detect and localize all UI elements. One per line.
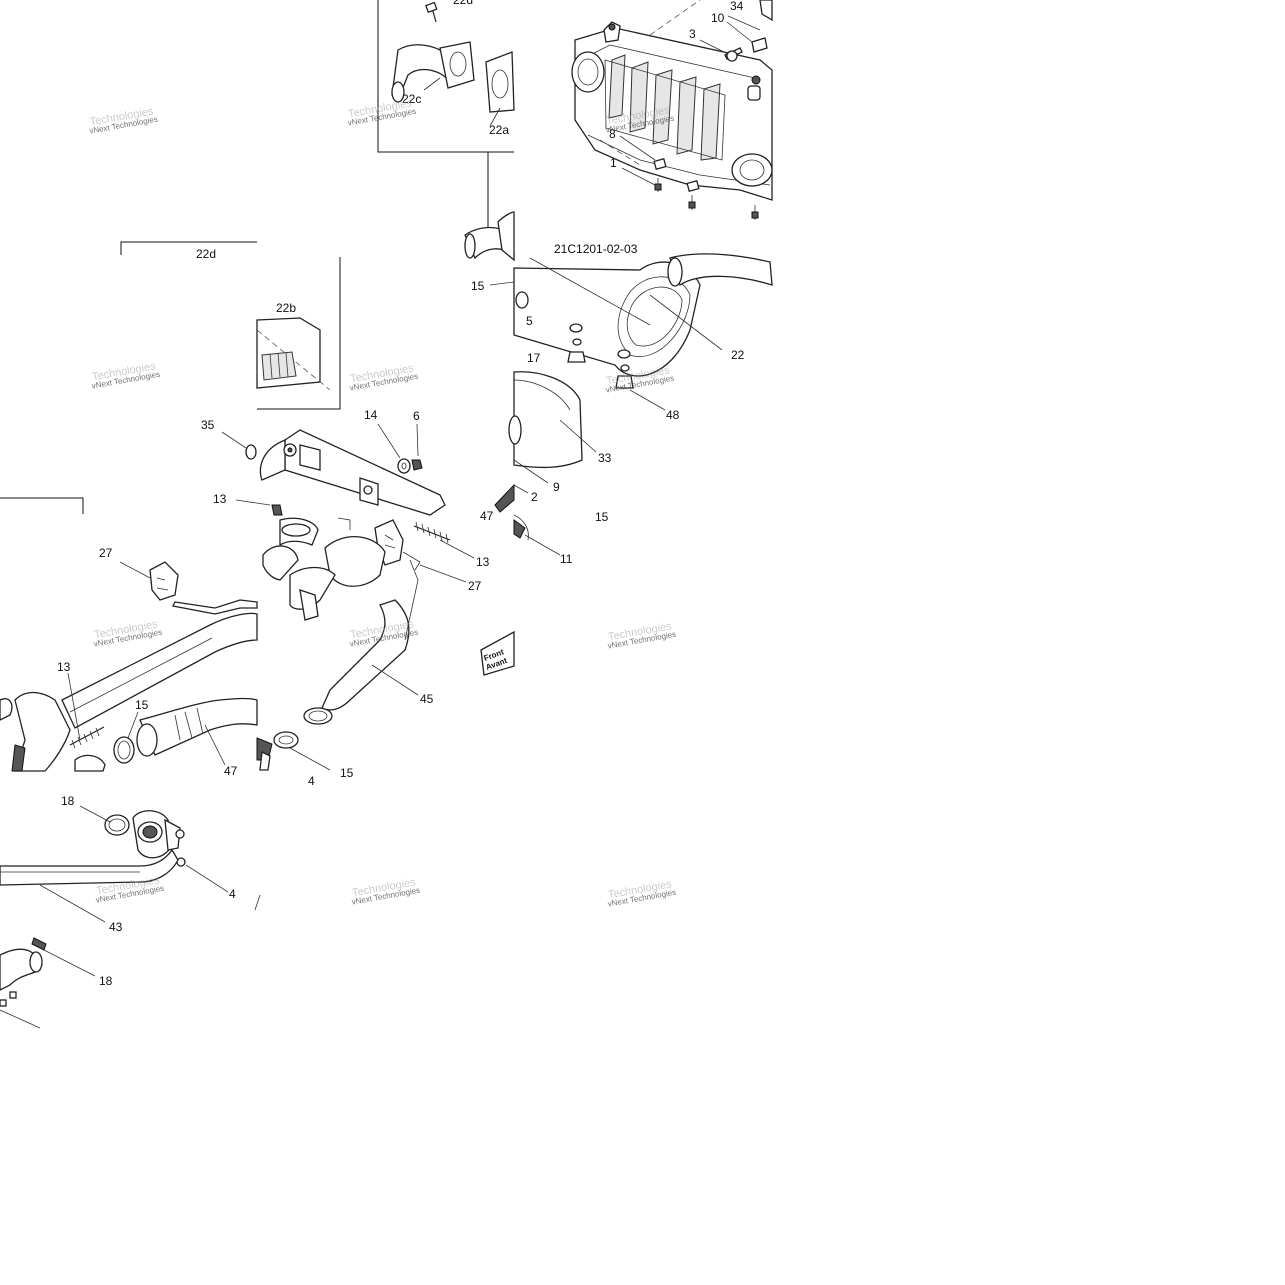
tile-frames: [0, 0, 514, 514]
callout-15-c: 15: [135, 698, 149, 712]
frame-22d-inset: [120, 241, 257, 255]
muffler-heat-shield: [571, 0, 773, 220]
inset-22b-parts: [256, 317, 331, 391]
frame-top-inset: [377, 0, 514, 153]
callout-47-b: 47: [224, 764, 238, 778]
callout-4-b: 4: [229, 887, 236, 901]
callout-45: 45: [420, 692, 434, 706]
callout-22d-top: 22d: [453, 0, 473, 7]
callout-18-a: 18: [61, 794, 75, 808]
callout-22c: 22c: [402, 92, 421, 106]
callout-22b: 22b: [276, 301, 296, 315]
center-muffler: [494, 253, 773, 541]
callout-1: 1: [610, 156, 617, 170]
leader-lines: [0, 15, 761, 1029]
frame-left-inset: [0, 497, 84, 514]
upper-pipe: [464, 211, 515, 262]
inset-22-parts: [391, 1, 515, 113]
callout-15-a: 15: [471, 279, 485, 293]
callout-18-b: 18: [99, 974, 113, 988]
callout-15-b: 15: [595, 510, 609, 524]
callout-14: 14: [364, 408, 378, 422]
callout-10: 10: [711, 11, 725, 25]
callout-22d-box: 22d: [196, 247, 216, 261]
callout-48: 48: [666, 408, 680, 422]
callout-13-c: 13: [57, 660, 71, 674]
reference-code: 21C1201-02-03: [554, 242, 638, 256]
callout-27-b: 27: [99, 546, 113, 560]
callout-35: 35: [201, 418, 215, 432]
callout-47-a: 47: [480, 509, 494, 523]
callout-43: 43: [109, 920, 123, 934]
callout-22: 22: [731, 348, 745, 362]
watermarks: Technologies vNext Technologies Technolo…: [89, 97, 677, 908]
callout-15-d: 15: [340, 766, 354, 780]
callout-13-a: 13: [213, 492, 227, 506]
callout-11: 11: [560, 552, 573, 566]
bottom-left-parts: [0, 810, 261, 1007]
left-muffler-assembly: [245, 429, 451, 771]
callout-13-b: 13: [476, 555, 490, 569]
callout-2: 2: [531, 490, 538, 504]
callout-27-a: 27: [468, 579, 482, 593]
callout-4-a: 4: [308, 774, 315, 788]
frame-22b-inset: [257, 257, 341, 410]
callout-labels: 22d 22c 22a 34 10 3 8 1 22d 22b 15 5 17 …: [57, 0, 745, 988]
callout-34: 34: [730, 0, 744, 13]
callout-17: 17: [527, 351, 541, 365]
callout-33: 33: [598, 451, 612, 465]
callout-5: 5: [526, 314, 533, 328]
callout-8: 8: [609, 127, 616, 141]
callout-6: 6: [413, 409, 420, 423]
callout-22a: 22a: [489, 123, 509, 137]
left-lower-pipes: [0, 561, 258, 772]
callout-9: 9: [553, 480, 560, 494]
front-direction-arrow: Front Avant: [480, 630, 515, 676]
callout-3: 3: [689, 27, 696, 41]
